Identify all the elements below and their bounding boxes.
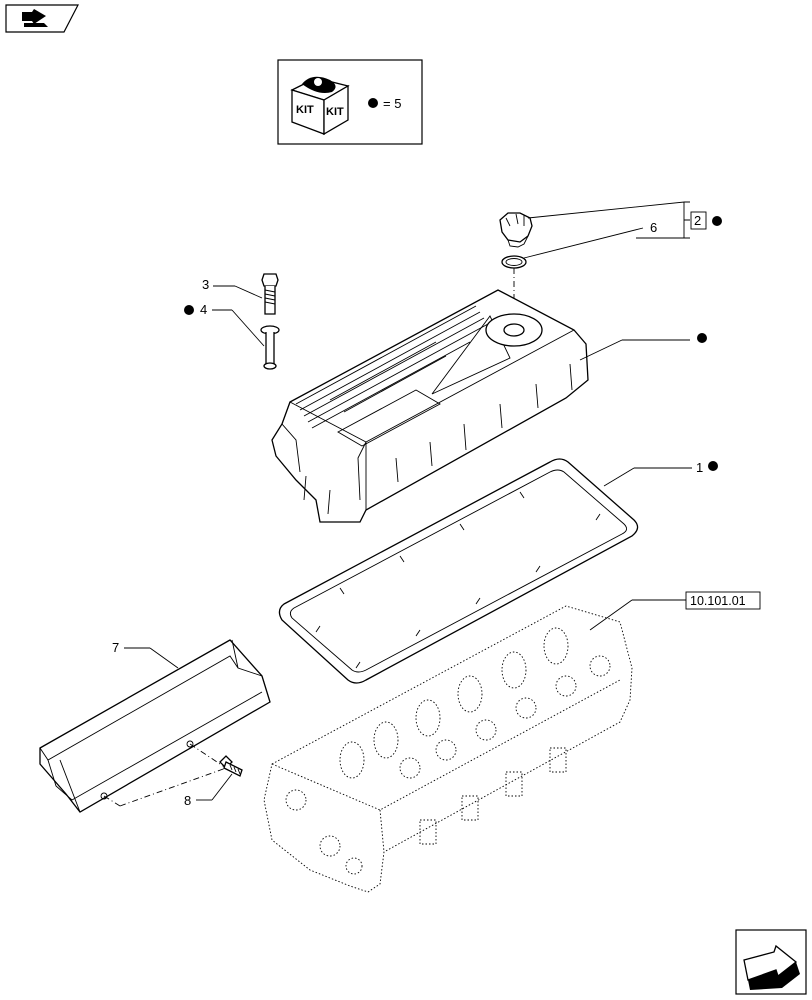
kit-bullet: [368, 98, 378, 108]
callout-4: 4: [200, 302, 207, 317]
kit-label-right: KIT: [326, 106, 344, 118]
kit-label-left: KIT: [296, 104, 314, 116]
reference-label[interactable]: 10.101.01: [690, 594, 746, 608]
kit-marker-4: [184, 305, 194, 315]
screw-part: [219, 755, 243, 777]
nav-next-icon[interactable]: [735, 929, 807, 995]
cylinder-head-part: [263, 605, 633, 893]
seal-ring-part: [501, 255, 527, 269]
kit-marker-cover: [697, 333, 707, 343]
callout-6: 6: [650, 220, 657, 235]
callout-1: 1: [696, 460, 703, 475]
rail-strip-part: [39, 639, 271, 813]
kit-marker-1: [708, 461, 718, 471]
kit-box-icon: KIT KIT: [290, 76, 350, 136]
kit-marker-2: [712, 216, 722, 226]
callout-8: 8: [184, 793, 191, 808]
kit-equals-text: = 5: [383, 96, 401, 111]
spacer-part: [260, 325, 280, 370]
callout-box-2: [690, 211, 707, 230]
callout-7: 7: [112, 640, 119, 655]
reference-box: [685, 591, 761, 610]
callout-3: 3: [202, 277, 209, 292]
valve-cover-part: [271, 289, 589, 523]
filler-cap-part: [499, 212, 533, 248]
gasket-part: [278, 458, 639, 684]
kit-legend: KIT KIT = 5: [277, 59, 423, 145]
callout-2: 2: [694, 213, 701, 228]
bolt-part: [261, 273, 279, 315]
nav-back-icon[interactable]: [5, 4, 79, 33]
